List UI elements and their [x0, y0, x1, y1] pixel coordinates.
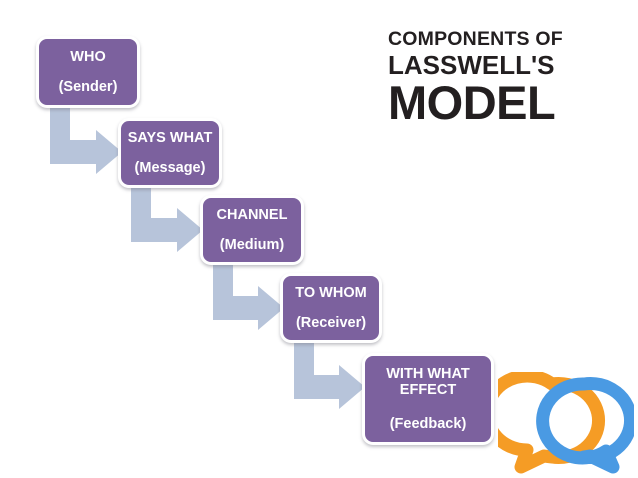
flow-step-subtitle: (Sender) [58, 79, 118, 95]
flow-step-subtitle: (Medium) [219, 237, 285, 253]
flow-step-subtitle: (Receiver) [295, 315, 367, 331]
flow-step-title: SAYS WHAT [127, 129, 213, 146]
title-line-2: LASSWELL'S [388, 49, 555, 80]
flow-step-subtitle: (Feedback) [389, 416, 467, 433]
title-line-3: MODEL [388, 75, 556, 129]
flow-step-to-whom[interactable]: TO WHOM (Receiver) [280, 273, 382, 343]
title-line-1: COMPONENTS OF [388, 28, 563, 50]
elbow-arrow-2 [131, 188, 203, 252]
elbow-arrow-4 [294, 343, 365, 409]
flow-step-title: WHO [70, 48, 106, 65]
speech-bubble-blue-icon [536, 377, 634, 474]
speech-bubble-orange-icon [498, 372, 605, 474]
flow-step-says-what[interactable]: SAYS WHAT (Message) [118, 118, 222, 188]
flow-step-with-what-effect[interactable]: WITH WHAT EFFECT (Feedback) [362, 353, 494, 445]
flow-step-title: CHANNEL [216, 206, 288, 223]
elbow-arrow-1 [50, 108, 122, 174]
flow-step-who[interactable]: WHO (Sender) [36, 36, 140, 108]
flow-step-title: WITH WHAT EFFECT [386, 365, 470, 398]
page-title: COMPONENTS OF LASSWELL'S MODEL [388, 28, 628, 129]
chat-bubbles-logo [498, 372, 634, 474]
flow-step-channel[interactable]: CHANNEL (Medium) [200, 195, 304, 265]
flow-step-title: TO WHOM [295, 284, 367, 301]
elbow-arrow-3 [213, 265, 284, 330]
flow-step-subtitle: (Message) [134, 160, 206, 176]
